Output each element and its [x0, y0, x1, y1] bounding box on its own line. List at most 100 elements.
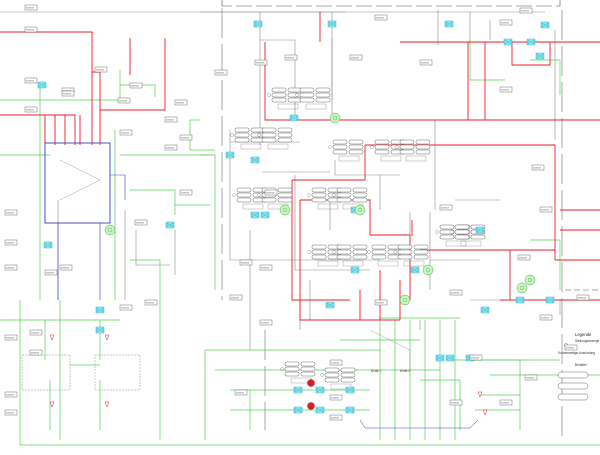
pump-body [329, 112, 341, 124]
tag-box [329, 414, 343, 421]
equipment-tag: XXXXXX [284, 54, 298, 61]
tank-vessel [454, 224, 470, 230]
pump-icon [422, 264, 434, 276]
pump-impeller [332, 115, 338, 121]
tag-box [24, 106, 38, 113]
control-valve-icon [475, 226, 485, 234]
tag-text: XXXXXX [26, 30, 35, 32]
tank-pair [307, 244, 343, 267]
utility-pipe [334, 160, 400, 176]
tag-box [234, 389, 248, 396]
valve-symbol [481, 307, 489, 313]
pump-impeller [282, 207, 288, 213]
instrument-icon [230, 133, 234, 137]
tank-vessel [261, 132, 277, 138]
tag-box [531, 164, 545, 171]
equipment-tag: XXXXXX [439, 204, 453, 211]
valve-symbol [38, 82, 46, 88]
secondary-pipe [530, 239, 561, 290]
tank-vessel [374, 149, 390, 155]
tank-pair [332, 244, 368, 267]
tank-pair [320, 367, 356, 390]
secondary-pipe [420, 379, 461, 430]
tag-box [539, 206, 553, 213]
control-valve-icon [289, 114, 299, 122]
tank-vessel [352, 197, 368, 203]
instrument-icon [267, 93, 271, 97]
main-pipe [299, 200, 400, 321]
control-valve-icon [43, 241, 53, 249]
equipment-tag: XXXXXX [4, 209, 18, 216]
tag-box [24, 26, 38, 33]
tank-vessel [234, 127, 250, 133]
secondary-pipe [200, 154, 216, 290]
pump-body [422, 264, 434, 276]
tank-vessel [336, 197, 352, 203]
pump-body [524, 274, 536, 286]
tank-base [380, 155, 402, 162]
tank-vessel [284, 371, 300, 377]
tag-box [259, 264, 273, 271]
tag-box [524, 374, 538, 381]
tank-base [240, 143, 262, 150]
tag-text: XXXXXX [526, 378, 535, 380]
instrument-icon [307, 250, 311, 254]
tank-pair [295, 87, 331, 110]
frame-boundary [221, 0, 561, 7]
tank-vessel [397, 249, 413, 255]
instrument-icon [332, 250, 336, 254]
valve-symbol [96, 327, 104, 333]
tag-text: XXXXXX [286, 58, 295, 60]
tank-vessel [311, 254, 327, 260]
tag-box [439, 204, 453, 211]
tag-text: XXXXXX [31, 353, 40, 355]
tank-base [403, 260, 425, 267]
equipment-tag: XXXXXX [517, 254, 531, 261]
control-valve-icon [503, 38, 513, 46]
legend-vessel-icon [557, 393, 589, 401]
tag-box [564, 344, 578, 351]
valve-symbol [226, 152, 234, 158]
tag-text: XXXXXX [146, 303, 155, 305]
tank-vessel [324, 372, 340, 378]
tag-text: XXXXXX [6, 395, 15, 397]
valve-symbol [476, 227, 484, 233]
tank-pair [367, 244, 403, 267]
tag-text: XXXXXX [566, 348, 575, 350]
tag-text: XXXXXX [541, 318, 550, 320]
equipment-tag: XXXXXX [254, 59, 268, 66]
equipment-tag: XXXXXX [129, 82, 143, 89]
valve-symbol [254, 21, 262, 27]
tank-vessel [315, 87, 331, 93]
tag-text: XXXXXX [501, 23, 510, 25]
tank-vessel [311, 187, 327, 193]
instrument-icon [257, 133, 261, 137]
tag-text: XXXXXX [236, 393, 245, 395]
tank-vessel [332, 149, 348, 155]
pump-icon [104, 224, 116, 236]
control-valve-icon [526, 38, 536, 46]
equipment-tag: XXXXXX [499, 86, 513, 93]
tank-vessel [336, 187, 352, 193]
equipment-tag: XXXXXX [264, 189, 278, 196]
equipment-tag: XXXXXX [259, 264, 273, 271]
pump-icon [279, 204, 291, 216]
tank-vessel [415, 139, 431, 145]
instrument-icon [332, 193, 336, 197]
valve-symbol [536, 53, 544, 59]
tag-text: XXXXXX [6, 213, 15, 215]
tag-text: XXXXXX [578, 298, 587, 300]
tag-box [29, 329, 43, 336]
tag-text: XXXXXX [131, 86, 140, 88]
pump-body [279, 204, 291, 216]
indicator-triangle-icon [49, 334, 55, 341]
valve-symbol [504, 39, 512, 45]
tag-box [4, 239, 18, 246]
tag-box [254, 59, 268, 66]
equipment-tag: XXXXXX [4, 391, 18, 398]
tank-vessel [284, 366, 300, 372]
tag-text: XXXXXX [6, 243, 15, 245]
tag-box [134, 219, 148, 226]
skid-boundary [21, 354, 71, 391]
